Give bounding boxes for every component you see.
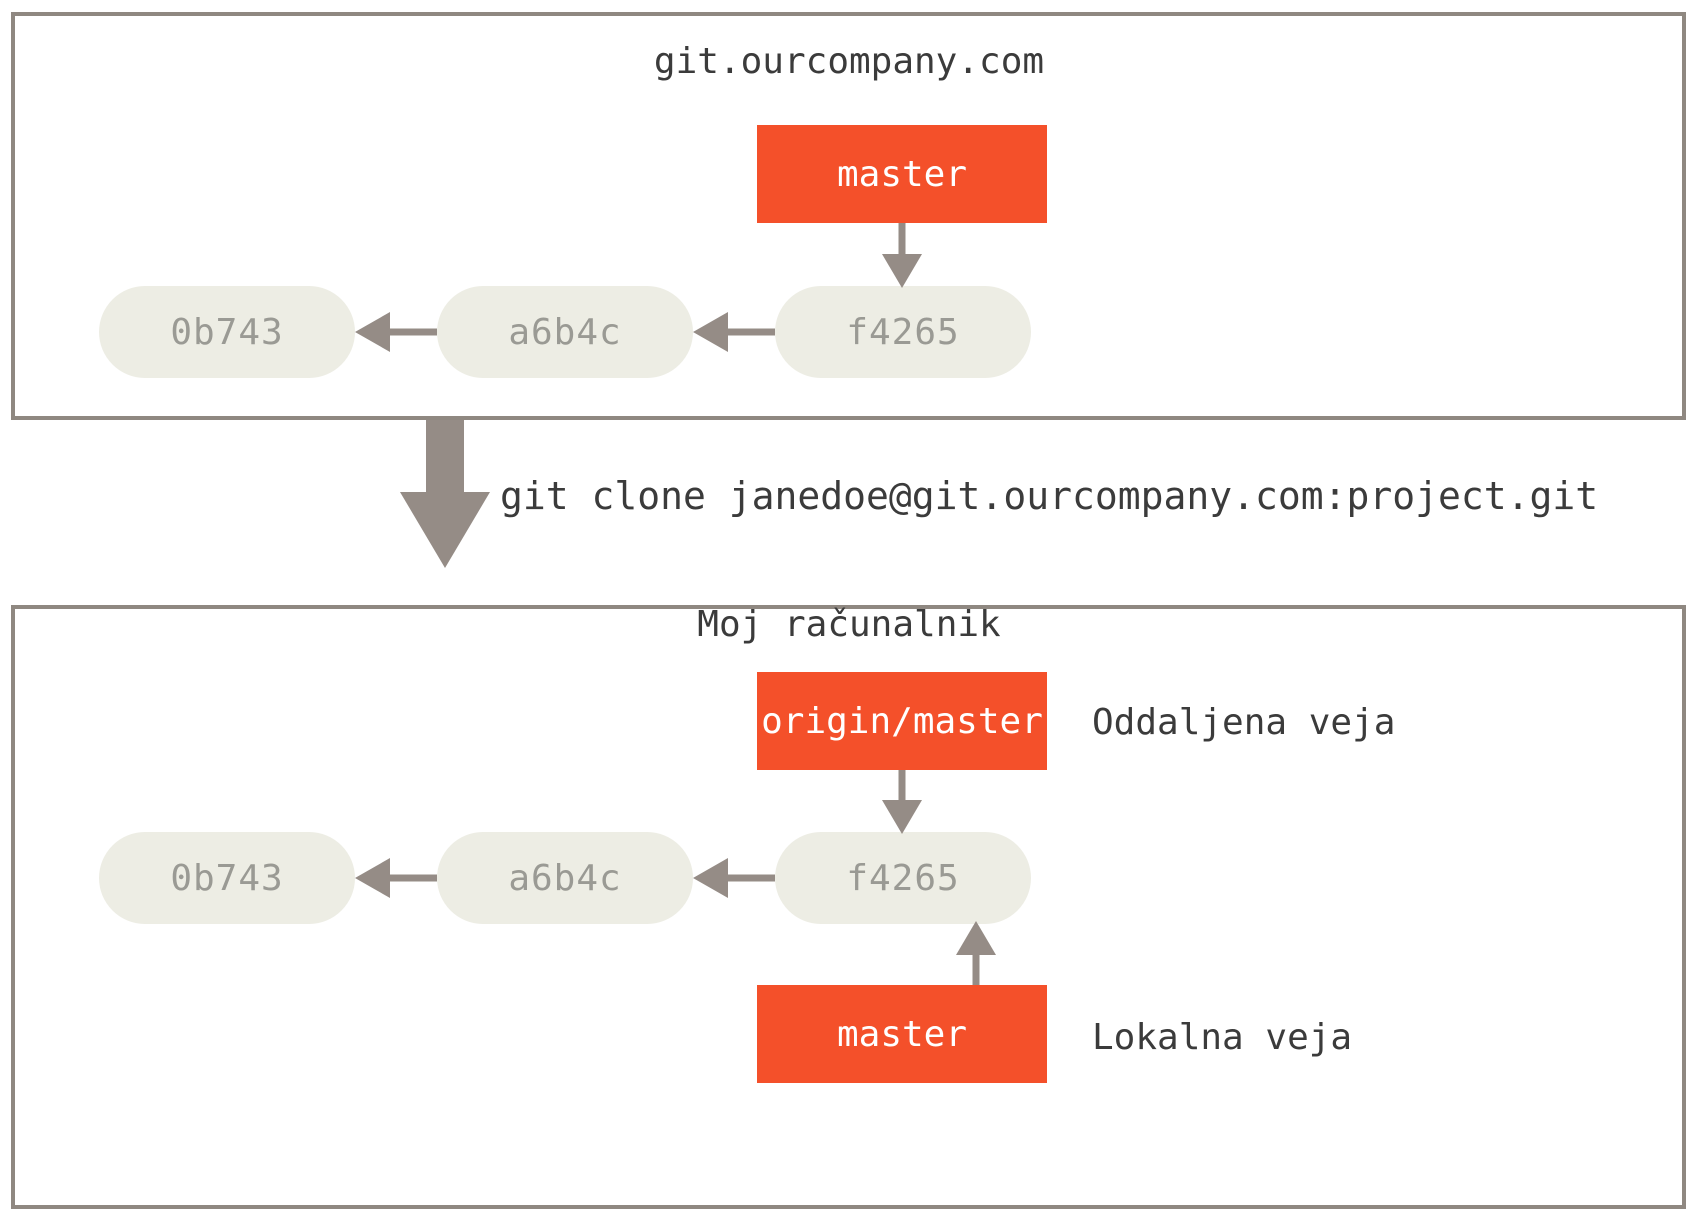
local-branch-master-label: master <box>836 1013 968 1055</box>
local-frame-title: Moj računalnik <box>697 604 1001 645</box>
server-commit-0b743-label: 0b743 <box>170 311 284 353</box>
server-commit-f4265: f4265 <box>775 286 1031 378</box>
local-commit-0b743: 0b743 <box>99 832 355 924</box>
clone-command-label: git clone janedoe@git.ourcompany.com:pro… <box>500 474 1599 518</box>
server-commit-0b743: 0b743 <box>99 286 355 378</box>
local-commit-f4265-label: f4265 <box>846 857 960 899</box>
server-branch-master: master <box>757 125 1047 223</box>
arrow-clone-transfer <box>400 420 490 568</box>
remote-branch-annotation: Oddaljena veja <box>1092 702 1396 743</box>
server-frame-title: git.ourcompany.com <box>653 41 1045 82</box>
local-branch-annotation: Lokalna veja <box>1092 1017 1353 1058</box>
server-commit-a6b4c-label: a6b4c <box>508 311 622 353</box>
local-branch-origin-master-label: origin/master <box>761 700 1043 742</box>
server-commit-f4265-label: f4265 <box>846 311 960 353</box>
local-branch-master: master <box>757 985 1047 1083</box>
server-commit-a6b4c: a6b4c <box>437 286 693 378</box>
local-commit-a6b4c: a6b4c <box>437 832 693 924</box>
local-commit-0b743-label: 0b743 <box>170 857 284 899</box>
server-branch-master-label: master <box>836 153 968 195</box>
local-branch-origin-master: origin/master <box>757 672 1047 770</box>
local-commit-f4265: f4265 <box>775 832 1031 924</box>
local-commit-a6b4c-label: a6b4c <box>508 857 622 899</box>
